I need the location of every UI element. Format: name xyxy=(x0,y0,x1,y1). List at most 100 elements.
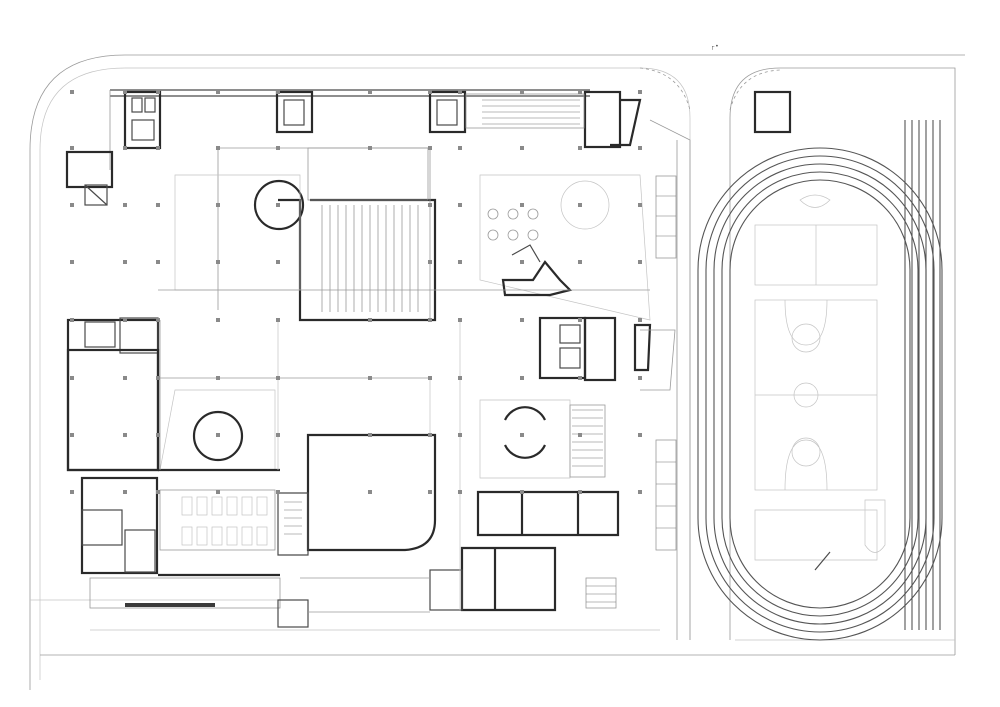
column xyxy=(70,260,74,264)
column xyxy=(368,433,372,437)
column xyxy=(156,146,160,150)
column xyxy=(578,203,582,207)
column xyxy=(276,203,280,207)
column xyxy=(276,260,280,264)
column xyxy=(458,260,462,264)
column xyxy=(458,318,462,322)
column xyxy=(123,490,127,494)
column xyxy=(368,376,372,380)
column xyxy=(368,90,372,94)
column xyxy=(638,490,642,494)
column xyxy=(216,203,220,207)
column xyxy=(520,318,524,322)
desk xyxy=(181,496,193,516)
desk xyxy=(196,526,208,546)
column xyxy=(156,490,160,494)
structural-columns xyxy=(70,90,642,494)
column xyxy=(216,260,220,264)
restroom-core xyxy=(538,316,676,391)
column xyxy=(70,433,74,437)
column xyxy=(70,318,74,322)
desk xyxy=(241,526,253,546)
column xyxy=(216,433,220,437)
column xyxy=(428,90,432,94)
interior-lines xyxy=(90,289,660,631)
column xyxy=(520,433,524,437)
auditorium xyxy=(174,147,437,322)
column xyxy=(458,490,462,494)
core-blocks-top xyxy=(65,90,792,206)
column xyxy=(276,376,280,380)
column xyxy=(578,318,582,322)
column xyxy=(578,260,582,264)
courtyard-left xyxy=(158,377,430,472)
column xyxy=(578,433,582,437)
bridge-stair xyxy=(465,93,585,129)
column xyxy=(520,90,524,94)
column xyxy=(123,433,127,437)
desk xyxy=(181,526,193,546)
column xyxy=(156,203,160,207)
column xyxy=(638,203,642,207)
classroom-block xyxy=(429,490,620,612)
column xyxy=(156,318,160,322)
column xyxy=(156,376,160,380)
column xyxy=(216,146,220,150)
column xyxy=(638,260,642,264)
column xyxy=(368,490,372,494)
west-hall xyxy=(66,317,160,472)
column xyxy=(520,260,524,264)
track-straight-lanes xyxy=(904,120,941,630)
southwest-blocks xyxy=(80,476,430,628)
column xyxy=(458,376,462,380)
column xyxy=(216,90,220,94)
column xyxy=(276,433,280,437)
desk-grid xyxy=(181,496,268,546)
column xyxy=(70,203,74,207)
column xyxy=(123,90,127,94)
site-boundary xyxy=(29,54,965,690)
column xyxy=(638,318,642,322)
column xyxy=(458,433,462,437)
main-building-outline xyxy=(109,89,691,640)
column xyxy=(458,90,462,94)
column xyxy=(428,260,432,264)
corner-mark: ┌ • xyxy=(710,44,718,50)
column xyxy=(458,146,462,150)
column xyxy=(578,90,582,94)
column xyxy=(70,376,74,380)
column xyxy=(638,433,642,437)
desk xyxy=(241,496,253,516)
column xyxy=(578,490,582,494)
column xyxy=(123,318,127,322)
sports-field xyxy=(754,194,886,571)
desk xyxy=(256,496,268,516)
column xyxy=(458,203,462,207)
auditorium-seating xyxy=(321,205,419,312)
column xyxy=(428,203,432,207)
column xyxy=(70,146,74,150)
column xyxy=(638,90,642,94)
column xyxy=(368,318,372,322)
desk xyxy=(211,496,223,516)
column xyxy=(123,146,127,150)
desk xyxy=(211,526,223,546)
column xyxy=(216,318,220,322)
column xyxy=(520,376,524,380)
column xyxy=(428,490,432,494)
column xyxy=(276,90,280,94)
column xyxy=(428,433,432,437)
column xyxy=(276,146,280,150)
column xyxy=(578,146,582,150)
column xyxy=(638,146,642,150)
column xyxy=(123,203,127,207)
desk xyxy=(226,496,238,516)
column xyxy=(276,318,280,322)
column xyxy=(156,260,160,264)
running-track xyxy=(697,120,943,641)
column xyxy=(70,90,74,94)
column xyxy=(428,376,432,380)
column xyxy=(123,260,127,264)
column xyxy=(368,146,372,150)
